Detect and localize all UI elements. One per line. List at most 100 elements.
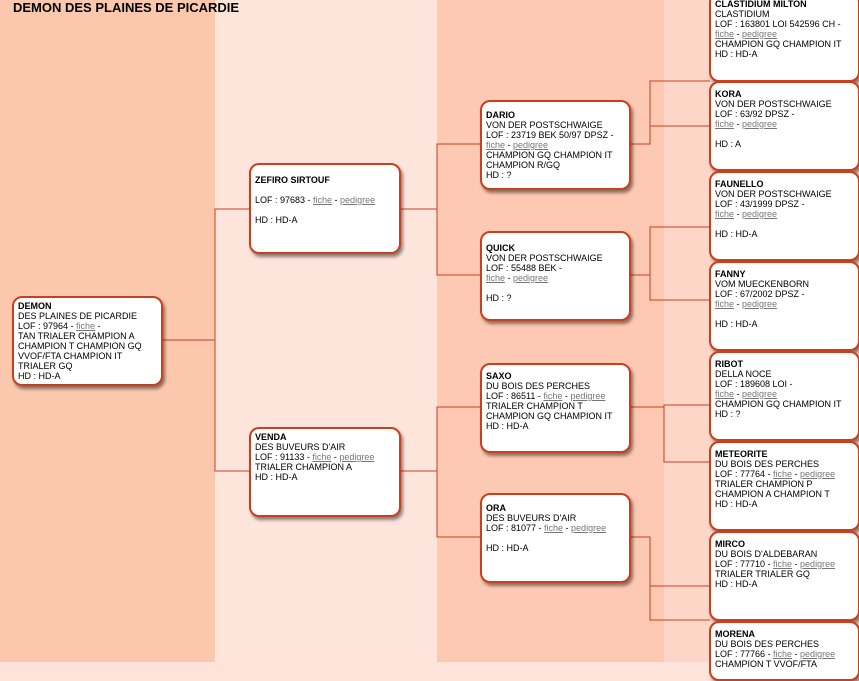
fiche-link[interactable]: fiche [486, 273, 506, 283]
fiche-link[interactable]: fiche [76, 321, 96, 331]
dog-name: METEORITE [715, 449, 768, 459]
fiche-link[interactable]: fiche [486, 140, 506, 150]
registration-number: LOF : 81077 - [486, 523, 545, 533]
dog-registration: LOF : 67/2002 DPSZ - [715, 289, 805, 299]
dog-registration: LOF : 97683 - fiche - pedigree [255, 195, 376, 205]
dog-hd: HD : HD-A [18, 371, 61, 381]
dog-titles: CHAMPION GQ CHAMPION IT [715, 39, 842, 49]
dog-registration: LOF : 77710 - fiche - pedigree [715, 559, 836, 569]
dog-hd: HD : ? [715, 409, 741, 419]
pedigree-card-subject: DEMON DES PLAINES DE PICARDIE LOF : 9796… [12, 296, 163, 386]
fiche-link[interactable]: fiche [773, 559, 793, 569]
fiche-link[interactable]: fiche [715, 389, 735, 399]
dog-registration: LOF : 163801 LOI 542596 CH - [715, 19, 841, 29]
dog-registration: LOF : 55488 BEK - [486, 263, 563, 273]
dog-name: FAUNELLO [715, 179, 764, 189]
dog-kennel: DELLA NOCE [715, 369, 772, 379]
pedigree-link[interactable]: pedigree [742, 119, 778, 129]
fiche-link[interactable]: fiche [313, 195, 333, 205]
pedigree-link[interactable]: pedigree [513, 140, 549, 150]
dog-registration: LOF : 81077 - fiche - pedigree [486, 523, 607, 533]
dog-kennel: VOM MUECKENBORN [715, 279, 810, 289]
dog-name: FANNY [715, 269, 746, 279]
dog-titles: CHAMPION GQ CHAMPION IT [715, 399, 842, 409]
dog-hd: HD : HD-A [715, 229, 758, 239]
dog-kennel: DES BUVEURS D'AIR [486, 513, 577, 523]
dog-registration: LOF : 77766 - fiche - pedigree [715, 649, 836, 659]
dog-name: MORENA [715, 629, 755, 639]
pedigree-link[interactable]: pedigree [742, 29, 778, 39]
registration-number: LOF : 86511 - [486, 391, 544, 401]
dog-hd: HD : HD-A [715, 49, 758, 59]
dog-hd: HD : HD-A [255, 215, 298, 225]
pedigree-card-dam-sire: SAXO DU BOIS DES PERCHES LOF : 86511 - f… [480, 363, 631, 453]
pedigree-card-dam: VENDA DES BUVEURS D'AIR LOF : 91133 - fi… [249, 427, 401, 517]
dog-hd: HD : HD-A [715, 579, 758, 589]
fiche-link[interactable]: fiche [715, 299, 735, 309]
dog-name: MIRCO [715, 539, 745, 549]
registration-number: LOF : 97683 - [255, 195, 314, 205]
dog-titles: CHAMPION T VVOF/FTA [715, 659, 818, 669]
pedigree-link[interactable]: pedigree [742, 389, 778, 399]
dog-name: ORA [486, 503, 506, 513]
pedigree-link[interactable]: pedigree [340, 195, 376, 205]
page-title: DEMON DES PLAINES DE PICARDIE [13, 0, 240, 15]
dog-links: fiche - pedigree [715, 119, 778, 129]
dog-kennel: VON DER POSTSCHWAIGE [486, 120, 603, 130]
fiche-link[interactable]: fiche [715, 119, 735, 129]
pedigree-link[interactable]: pedigree [742, 299, 778, 309]
dog-kennel: VON DER POSTSCHWAIGE [486, 253, 603, 263]
dog-registration: LOF : 43/1999 DPSZ - [715, 199, 805, 209]
dog-registration: LOF : 97964 - fiche - [18, 321, 101, 331]
pedigree-card-sire-dam-sire: FAUNELLO VON DER POSTSCHWAIGE LOF : 43/1… [709, 171, 859, 261]
dog-titles: TAN TRIALER CHAMPION A CHAMPION T CHAMPI… [18, 331, 142, 371]
fiche-link[interactable]: fiche [773, 469, 793, 479]
dog-hd: HD : ? [486, 170, 512, 180]
pedigree-card-dam-dam-dam: MORENA DU BOIS DES PERCHES LOF : 77766 -… [709, 621, 859, 681]
pedigree-card-sire: ZEFIRO SIRTOUF LOF : 97683 - fiche - ped… [249, 163, 401, 254]
pedigree-link[interactable]: pedigree [339, 452, 375, 462]
dog-links: fiche - pedigree [486, 140, 549, 150]
dog-name: DEMON [18, 301, 52, 311]
dog-links: fiche - pedigree [715, 389, 778, 399]
dog-name: CLASTIDIUM MILTON [715, 0, 807, 9]
registration-number: LOF : 77710 - [715, 559, 774, 569]
dog-hd: HD : ? [486, 293, 512, 303]
pedigree-link[interactable]: pedigree [800, 469, 836, 479]
dog-titles: TRIALER TRIALER GQ [715, 569, 810, 579]
dog-name: SAXO [486, 371, 512, 381]
dog-links: fiche - pedigree [715, 209, 778, 219]
generation-column-2 [215, 0, 437, 662]
dog-name: VENDA [255, 432, 287, 442]
pedigree-link[interactable]: pedigree [571, 523, 607, 533]
fiche-link[interactable]: fiche [544, 523, 564, 533]
pedigree-link[interactable]: pedigree [742, 209, 778, 219]
dog-kennel: DU BOIS DES PERCHES [486, 381, 591, 391]
dog-titles: CHAMPION GQ CHAMPION IT CHAMPION R/GQ [486, 150, 613, 170]
dog-registration: LOF : 91133 - fiche - pedigree [255, 452, 375, 462]
dog-name: KORA [715, 89, 742, 99]
dog-hd: HD : HD-A [486, 421, 529, 431]
dog-registration: LOF : 77764 - fiche - pedigree [715, 469, 836, 479]
pedigree-card-dam-sire-dam: METEORITE DU BOIS DES PERCHES LOF : 7776… [709, 441, 859, 531]
dog-kennel: VON DER POSTSCHWAIGE [715, 99, 832, 109]
fiche-link[interactable]: fiche [773, 649, 793, 659]
dog-titles: TRIALER CHAMPION A [255, 462, 353, 472]
dog-registration: LOF : 63/92 DPSZ - [715, 109, 795, 119]
dog-kennel: DU BOIS DES PERCHES [715, 639, 820, 649]
dog-links: fiche - pedigree [715, 29, 778, 39]
pedigree-link[interactable]: pedigree [800, 649, 836, 659]
registration-number: LOF : 77764 - [715, 469, 774, 479]
fiche-link[interactable]: fiche [715, 29, 735, 39]
fiche-link[interactable]: fiche [312, 452, 332, 462]
pedigree-link[interactable]: pedigree [513, 273, 549, 283]
dog-kennel: DES PLAINES DE PICARDIE [18, 311, 138, 321]
pedigree-link[interactable]: pedigree [800, 559, 836, 569]
dog-registration: LOF : 86511 - fiche - pedigree [486, 391, 606, 401]
fiche-link[interactable]: fiche [543, 391, 563, 401]
fiche-link[interactable]: fiche [715, 209, 735, 219]
dog-hd: HD : A [715, 139, 742, 149]
dog-hd: HD : HD-A [486, 543, 529, 553]
pedigree-link[interactable]: pedigree [570, 391, 606, 401]
dog-kennel: DU BOIS D'ALDEBARAN [715, 549, 818, 559]
